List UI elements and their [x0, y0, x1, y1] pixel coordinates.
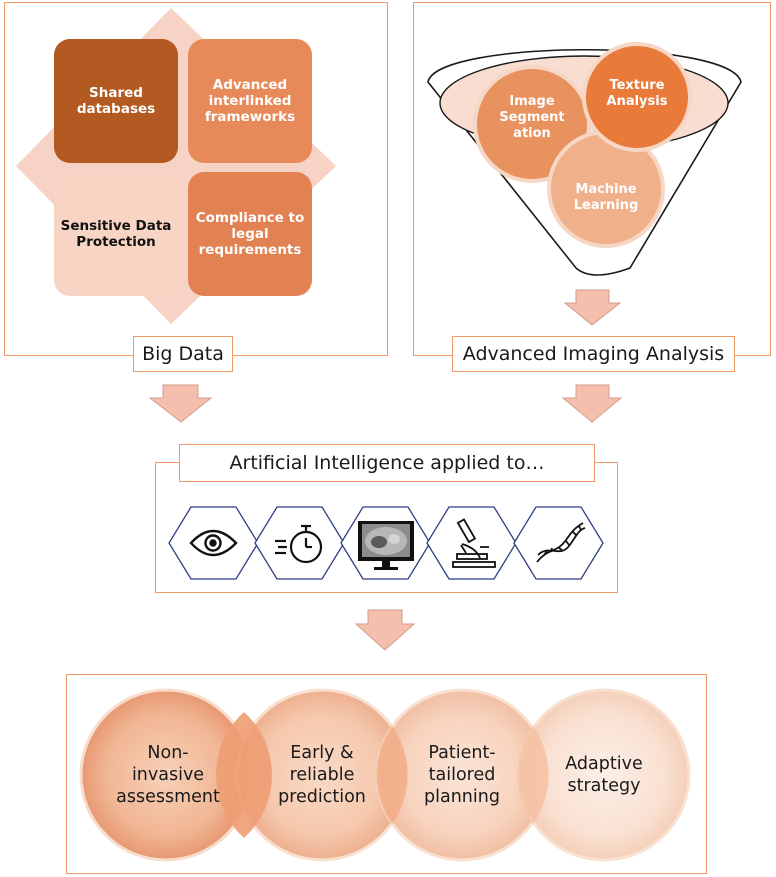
tile-label: Shared databases [76, 85, 156, 117]
dna-icon [536, 522, 586, 563]
stopwatch-icon [275, 524, 323, 564]
hexagon [426, 506, 517, 580]
ct-monitor-icon [358, 521, 414, 570]
outcome-adaptive-strategy: Adaptive strategy [565, 754, 643, 796]
eye-icon [189, 529, 238, 557]
tile-label: Advanced interlinked frameworks [204, 77, 296, 125]
hexagon [254, 506, 345, 580]
big-data-label: Big Data [133, 336, 233, 372]
arrow-ai-to-outcomes [354, 609, 416, 651]
circle-machine-learning: Machine Learning [573, 182, 639, 213]
outcome-patient-tailored-planning: Patient-tailored planning [424, 743, 500, 807]
outcome-early-reliable-prediction: Early & reliable prediction [278, 743, 366, 807]
tile-shared-databases: Shared databases [54, 39, 178, 163]
tile-compliance-legal-requirements: Compliance to legal requirements [188, 172, 312, 296]
arrow-imaging-to-ai [561, 384, 623, 423]
tile-sensitive-data-protection: Sensitive Data Protection [54, 172, 178, 296]
microscope-icon [452, 518, 496, 568]
outcome-non-invasive-assessment: Non-invasive assessment [116, 743, 220, 807]
circle-texture-analysis: Texture Analysis [606, 78, 668, 109]
circle-image-segmentation: Image Segment ation [499, 94, 565, 141]
tile-advanced-interlinked-frameworks: Advanced interlinked frameworks [188, 39, 312, 163]
ai-label: Artificial Intelligence applied to… [179, 444, 595, 482]
imaging-label: Advanced Imaging Analysis [452, 336, 735, 372]
arrow-big-data-to-ai [148, 384, 213, 423]
tile-label: Sensitive Data Protection [60, 218, 172, 250]
tile-label: Compliance to legal requirements [195, 210, 305, 258]
